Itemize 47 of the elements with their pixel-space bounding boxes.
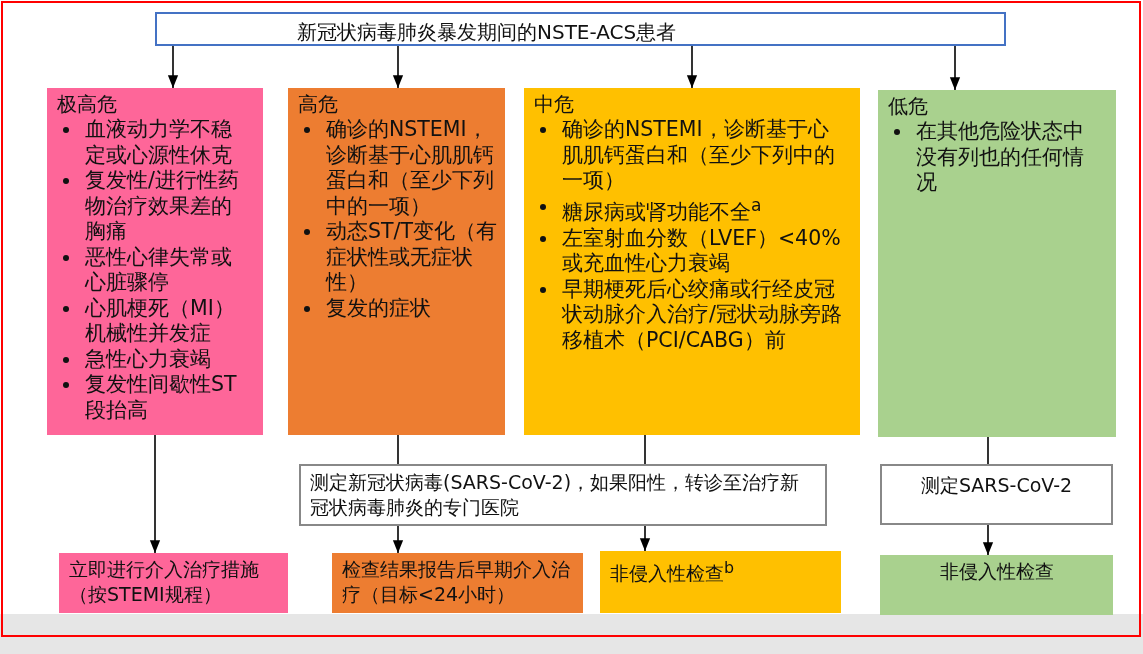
bullet-item: 确诊的NSTEMI，诊断基于心肌肌钙蛋白和（至少下列中的一项） — [562, 117, 835, 192]
risk-heading: 极高危 — [57, 92, 118, 117]
action-text: 立即进行介入治疗措施（按STEMI规程） — [69, 557, 260, 607]
arrow — [949, 45, 961, 91]
risk-box — [878, 90, 1116, 437]
bullet-item: 糖尿病或肾功能不全$^{a}$ — [562, 200, 762, 225]
bullet-item: 在其他危险状态中没有列也的任何情况 — [916, 119, 1084, 194]
bullet-item: 急性心力衰竭 — [85, 346, 211, 371]
connector-line — [987, 436, 989, 465]
bullet-item: 左室射血分数（LVEF）<40%或充血性心力衰竭 — [562, 225, 841, 276]
connector-line — [644, 434, 646, 465]
arrow — [149, 434, 161, 554]
risk-heading: 低危 — [888, 94, 929, 119]
action-text: 检查结果报告后早期介入治疗（目标<24小时） — [342, 557, 571, 607]
action-box — [880, 555, 1113, 615]
risk-box — [47, 88, 263, 435]
title-box — [155, 12, 1006, 46]
bullet-item: 恶性心律失常或心脏骤停 — [85, 244, 232, 294]
action-text: 非侵入性检查 — [938, 559, 1055, 584]
action-box — [600, 551, 841, 613]
bullet-item: 血液动力学不稳定或心源性休克 — [85, 117, 232, 167]
bullet-item: 动态ST/T变化（有症状性或无症状性） — [326, 219, 497, 294]
bullet-item: 复发性间歇性ST段抬高 — [85, 372, 237, 422]
action-text: 非侵入性检查$^{b}$ — [610, 557, 736, 587]
risk-heading: 高危 — [298, 92, 339, 117]
arrow — [982, 524, 994, 556]
title-text: 新冠状病毒肺炎暴发期间的NSTE-ACS患者 — [297, 20, 678, 45]
arrow — [686, 45, 698, 89]
bullet-item: 确诊的NSTEMI，诊断基于心肌肌钙蛋白和（至少下列中的一项） — [326, 117, 494, 218]
action-box — [59, 553, 288, 613]
bullet-item: 复发的症状 — [326, 295, 431, 320]
action-box — [332, 553, 583, 613]
arrow — [392, 525, 404, 554]
bullet-item: 复发性/进行性药物治疗效果差的胸痛 — [85, 168, 239, 243]
risk-box — [524, 88, 860, 435]
action-text: 测定新冠状病毒(SARS-CoV-2)，如果阳性，转诊至治疗新冠状病毒肺炎的专门医院 — [310, 470, 801, 520]
arrow — [167, 45, 179, 89]
arrow — [639, 525, 651, 552]
arrow — [392, 45, 404, 89]
action-box — [299, 464, 827, 526]
risk-box — [288, 88, 505, 435]
action-box — [880, 464, 1113, 525]
connector-line — [397, 434, 399, 465]
bullet-item: 心肌梗死（MI）机械性并发症 — [85, 295, 235, 345]
action-text: 测定SARS-CoV-2 — [919, 473, 1074, 498]
risk-heading: 中危 — [534, 92, 575, 117]
bullet-item: 早期梗死后心绞痛或行经皮冠状动脉介入治疗/冠状动脉旁路移植术（PCI/CABG）前 — [562, 276, 842, 352]
